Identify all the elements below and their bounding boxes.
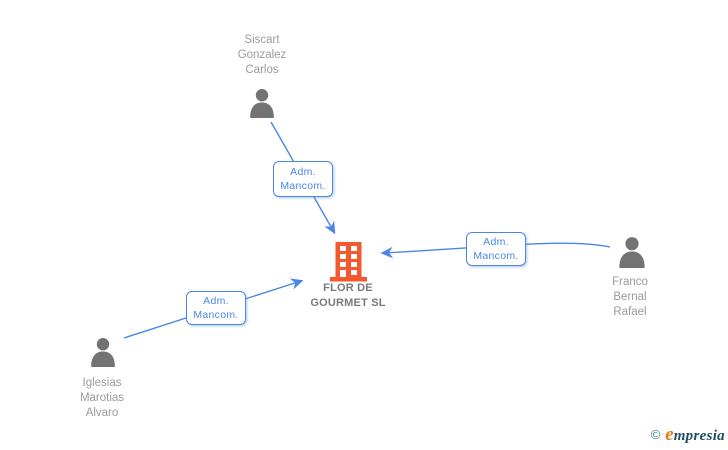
person-name-franco: Franco Bernal Rafael [560,275,700,320]
person-name-siscart: Siscart Gonzalez Carlos [192,33,332,78]
copyright-icon: © [650,427,661,442]
person-name-line: Alvaro [85,407,119,419]
logo-brand-initial: e [665,424,674,445]
edge-label-franco: Adm. Mancom. [466,232,526,266]
person-icon [616,236,648,268]
person-icon [88,337,118,367]
person-name-line: Carlos [245,64,279,76]
edge-label-line: Mancom. [280,180,326,192]
edge-label-line: Mancom. [193,309,239,321]
edge-label-iglesias: Adm. Mancom. [186,291,246,325]
person-name-line: Siscart [244,34,280,46]
edge-label-line: Adm. [483,236,509,248]
company-name: FLOR DE GOURMET SL [288,281,408,311]
person-name-line: Marotias [79,392,125,404]
empresia-logo[interactable]: © empresia [651,424,725,446]
person-name-line: Iglesias [82,377,122,389]
edge-label-siscart: Adm. Mancom. [273,161,333,197]
person-name-line: Rafael [613,306,647,318]
company-name-line: GOURMET SL [310,297,386,309]
company-name-line: FLOR DE [323,282,373,294]
person-icon [247,88,277,118]
person-name-line: Franco [612,276,648,288]
edge-label-line: Adm. [290,166,316,178]
person-name-iglesias: Iglesias Marotias Alvaro [32,376,172,421]
person-name-line: Gonzalez [237,49,287,61]
edge-label-line: Mancom. [473,250,519,262]
logo-brand-rest: mpresia [673,428,725,444]
person-name-line: Bernal [613,291,647,303]
company-building-icon [330,242,367,282]
edge-label-line: Adm. [203,295,229,307]
